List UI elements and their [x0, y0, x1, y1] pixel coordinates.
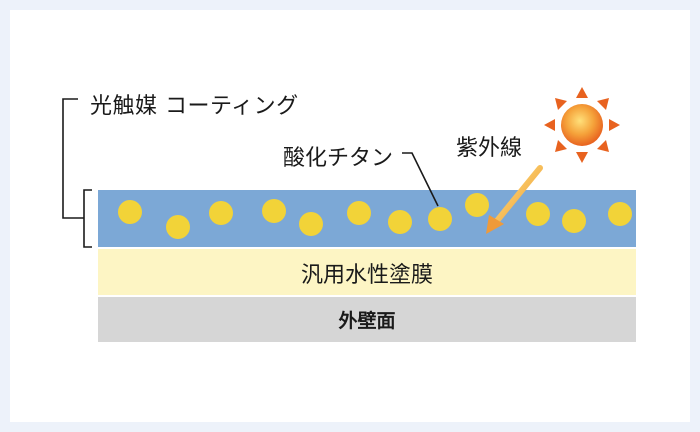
diagram-graphics — [62, 87, 636, 342]
coating-label: 光触媒 コーティング — [90, 94, 299, 119]
titanium-oxide-label: 酸化チタン — [283, 146, 394, 171]
particle — [209, 201, 233, 225]
particle — [465, 193, 489, 217]
sun-icon — [544, 87, 620, 163]
titanium-oxide-particles — [118, 193, 632, 239]
wall-layer — [98, 297, 636, 342]
particle — [347, 201, 371, 225]
coating-bracket — [83, 189, 92, 248]
particle — [118, 200, 142, 224]
particle — [608, 202, 632, 226]
arrow-icon — [486, 165, 543, 234]
wall-layer-label: 外壁面 — [338, 310, 396, 332]
paint-layer-label: 汎用水性塗膜 — [300, 263, 433, 288]
particle — [562, 209, 586, 233]
particle — [388, 210, 412, 234]
particle — [166, 215, 190, 239]
particle — [526, 202, 550, 226]
uv-label: 紫外線 — [456, 136, 523, 161]
particle — [299, 212, 323, 236]
particle — [428, 207, 452, 231]
tio2-leader-line — [402, 152, 439, 207]
coating-leader-line — [62, 98, 84, 219]
particle — [262, 199, 286, 223]
diagram-canvas: 光触媒 コーティング 酸化チタン 紫外線 汎用水性塗膜 外壁面 — [10, 10, 690, 422]
paint-layer — [98, 249, 636, 295]
